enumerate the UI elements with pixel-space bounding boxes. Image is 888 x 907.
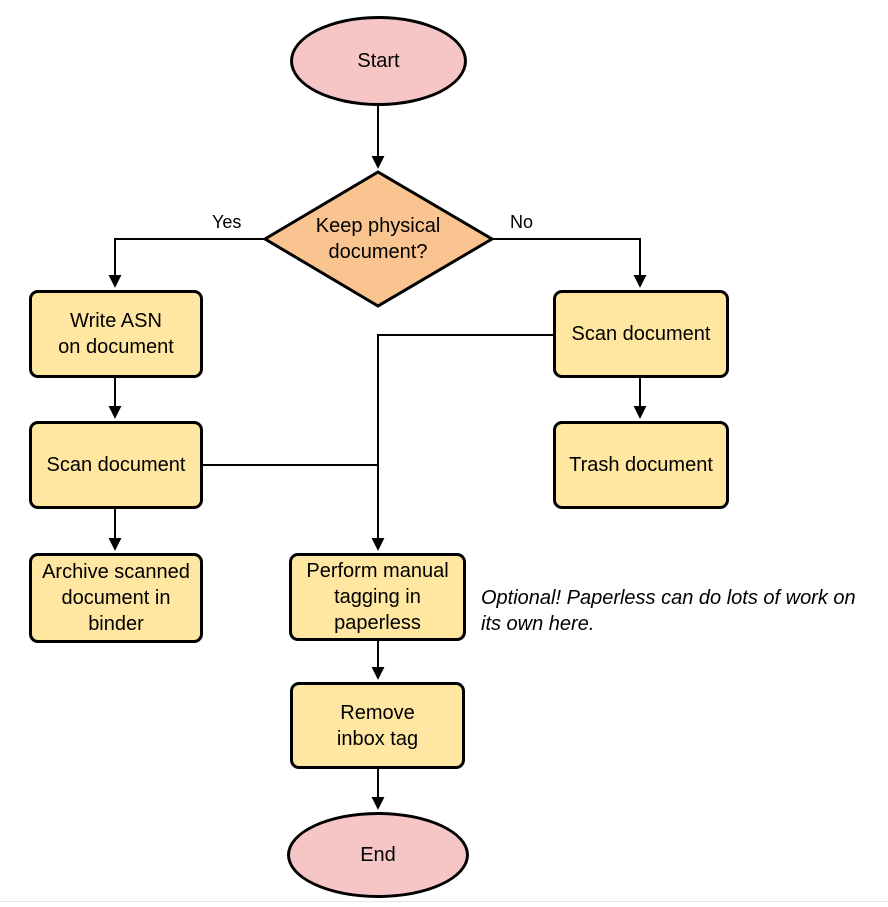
node-end-label: End — [360, 844, 396, 866]
node-decision-label: Keep physical document? — [315, 215, 441, 263]
node-archive-document: Archive scanned document in binder — [29, 553, 203, 643]
node-start-label: Start — [357, 50, 400, 72]
node-remove-inbox-tag-label: Remove inbox tag — [336, 701, 419, 750]
edge-decision-no-to-scan — [492, 238, 647, 288]
node-scan-document-yes-label: Scan document — [46, 454, 186, 476]
node-write-asn-label: Write ASN on document — [58, 310, 174, 358]
node-scan-document-yes: Scan document — [29, 421, 203, 509]
decision-node-shape — [262, 170, 495, 308]
node-end: End — [287, 812, 469, 898]
node-scan-document-no: Scan document — [553, 290, 729, 378]
edge-label-yes: Yes — [212, 212, 242, 232]
node-perform-tagging-label: Perform manual tagging in paperless — [306, 560, 449, 634]
node-remove-inbox-tag: Remove inbox tag — [290, 682, 465, 769]
bottom-divider — [0, 901, 888, 902]
node-write-asn: Write ASN on document — [29, 290, 203, 378]
note-optional-paperless: Optional! Paperless can do lots of work … — [481, 587, 856, 635]
node-start: Start — [290, 16, 467, 106]
node-archive-document-label: Archive scanned document in binder — [42, 561, 190, 635]
node-trash-document-label: Trash document — [569, 454, 713, 476]
edge-decision-yes-to-write-asn — [108, 238, 265, 288]
node-trash-document: Trash document — [553, 421, 729, 509]
node-perform-tagging: Perform manual tagging in paperless — [289, 553, 466, 641]
node-scan-document-no-label: Scan document — [571, 323, 711, 345]
edge-label-no: No — [510, 212, 534, 232]
edge-scan-no-to-perform — [371, 334, 553, 551]
